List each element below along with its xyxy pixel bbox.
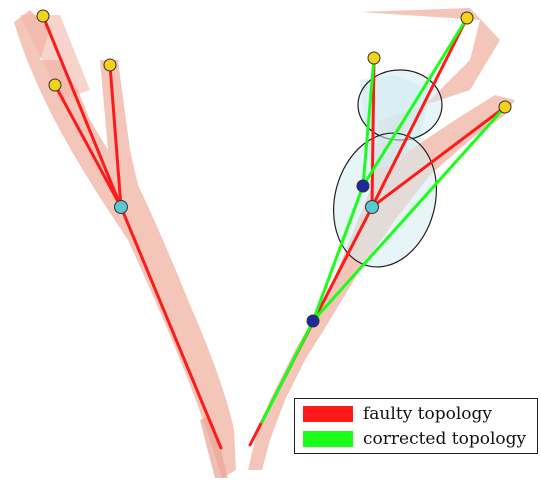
junction-node-right: [365, 200, 379, 214]
legend-swatch-faulty: [303, 406, 353, 422]
left-vessel-body: [14, 10, 236, 478]
legend-swatch-corrected: [303, 431, 353, 447]
endpoint-node-right-1: [460, 11, 474, 25]
right-corrected-edge-5: [260, 319, 315, 424]
left-faulty-edge-3: [108, 63, 123, 209]
left-faulty-edge-1: [41, 14, 123, 209]
right-corrected-edge-4: [311, 105, 507, 323]
right-faulty-edge-3: [370, 56, 376, 209]
right-corrected-edge-3: [311, 184, 365, 323]
endpoint-node-right-3: [498, 100, 512, 114]
left-vessel-upper-branch: [20, 15, 90, 100]
left-faulty-edge-4: [119, 205, 223, 450]
junction-node-left: [114, 200, 128, 214]
legend-item-corrected: corrected topology: [303, 429, 526, 449]
endpoint-node-right-2: [367, 51, 381, 65]
legend: faulty topology corrected topology: [294, 398, 538, 454]
left-faulty-edges: [41, 14, 223, 450]
right-faulty-edge-2: [370, 105, 507, 209]
right-corrected-edges: [260, 16, 507, 424]
legend-label-corrected: corrected topology: [363, 429, 527, 449]
left-vessel-lower-thin: [200, 415, 228, 478]
left-faulty-edge-2: [53, 83, 123, 209]
right-corrected-edge-2: [361, 56, 376, 188]
right-corrected-edge-1: [361, 16, 469, 188]
right-faulty-edge-1: [370, 16, 469, 209]
nodes: [36, 9, 512, 328]
added-node-upper: [356, 179, 370, 193]
added-node-lower: [306, 314, 320, 328]
legend-label-faulty: faulty topology: [363, 404, 492, 424]
endpoint-node-left-2: [48, 78, 62, 92]
endpoint-node-left-1: [36, 9, 50, 23]
legend-item-faulty: faulty topology: [303, 404, 492, 424]
endpoint-node-left-3: [103, 58, 117, 72]
left-vessel-tree: [14, 10, 236, 478]
